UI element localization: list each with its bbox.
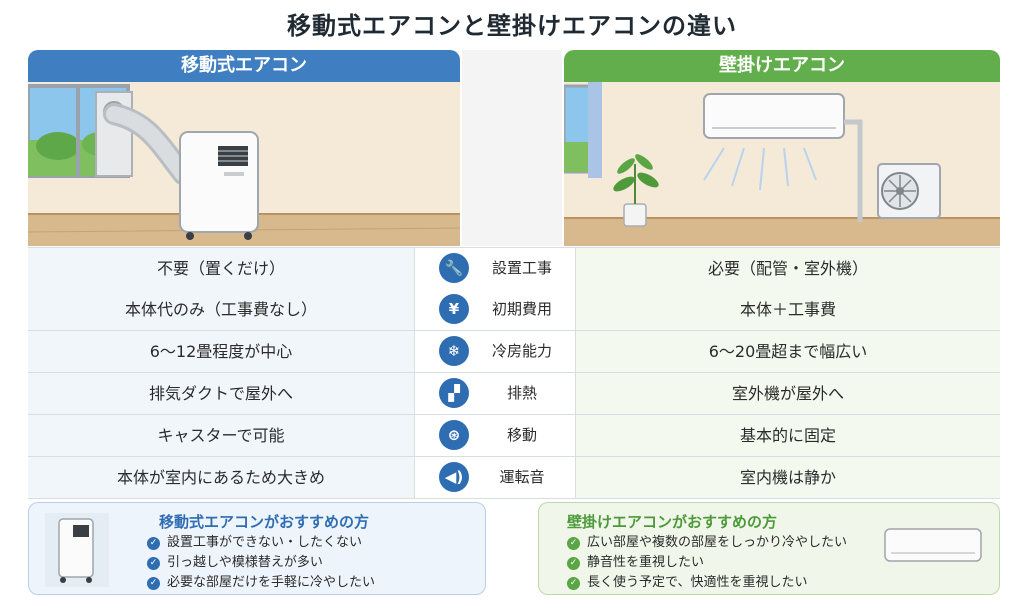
portable-value: 排気ダクトで屋外へ (28, 373, 414, 414)
portable-value: 本体代のみ（工事費なし） (28, 289, 414, 330)
wall-unit-image (884, 528, 982, 562)
portable-value: 不要（置くだけ） (28, 248, 414, 289)
table-row: キャスターで可能 ⊛ 移動 基本的に固定 (28, 415, 1000, 457)
exhaust-icon: ▞ (439, 378, 469, 408)
comparison-table: 不要（置くだけ） 🔧 設置工事 必要（配管・室外機） 本体代のみ（工事費なし） … (28, 247, 1000, 499)
list-item: ✓引っ越しや模様替えが多い (147, 553, 375, 573)
table-row: 6～12畳程度が中心 ❄ 冷房能力 6～20畳超まで幅広い (28, 331, 1000, 373)
wall-heading: 壁掛けエアコン (564, 50, 1000, 82)
snowflake-icon: ❄ (439, 336, 469, 366)
wall-recommend-title: 壁掛けエアコンがおすすめの方 (567, 513, 778, 531)
wall-value: 6～20畳超まで幅広い (576, 331, 1000, 372)
caster-icon: ⊛ (439, 420, 469, 450)
category-label: 移動 (506, 426, 537, 444)
table-row: 不要（置くだけ） 🔧 設置工事 必要（配管・室外機） (28, 247, 1000, 289)
wrench-icon: 🔧 (439, 253, 469, 283)
center-divider (462, 50, 562, 246)
portable-unit-image (45, 513, 109, 587)
list-item: ✓必要な部屋だけを手軽に冷やしたい (147, 573, 375, 593)
portable-value: 本体が室内にあるため大きめ (28, 457, 414, 498)
check-icon: ✓ (147, 576, 160, 590)
list-item: ✓設置工事ができない・したくない (147, 533, 375, 553)
category-label: 冷房能力 (491, 342, 552, 360)
portable-value: 6～12畳程度が中心 (28, 331, 414, 372)
category-cell: ¥ 初期費用 (414, 289, 576, 330)
wall-panel: 壁掛けエアコン (564, 50, 1000, 246)
check-icon: ✓ (567, 556, 580, 570)
wall-value: 必要（配管・室外機） (576, 248, 1000, 289)
portable-heading: 移動式エアコン (28, 50, 460, 82)
category-cell: ▞ 排熱 (414, 373, 576, 414)
portable-value: キャスターで可能 (28, 415, 414, 456)
page-title: 移動式エアコンと壁掛けエアコンの違い (287, 12, 737, 40)
check-icon: ✓ (147, 556, 160, 570)
table-row: 排気ダクトで屋外へ ▞ 排熱 室外機が屋外へ (28, 373, 1000, 415)
wall-recommend-box: 壁掛けエアコンがおすすめの方 ✓広い部屋や複数の部屋をしっかり冷やしたい ✓静音… (538, 502, 1000, 595)
category-cell: ⊛ 移動 (414, 415, 576, 456)
category-label: 排熱 (506, 384, 537, 402)
portable-recommend-title: 移動式エアコンがおすすめの方 (159, 513, 370, 531)
table-row: 本体代のみ（工事費なし） ¥ 初期費用 本体＋工事費 (28, 289, 1000, 331)
category-cell: 🔧 設置工事 (414, 248, 576, 289)
speaker-icon: ◀) (439, 462, 469, 492)
check-icon: ✓ (567, 536, 580, 550)
category-label: 運転音 (499, 468, 545, 486)
wall-recommend-list: ✓広い部屋や複数の部屋をしっかり冷やしたい ✓静音性を重視したい ✓長く使う予定… (567, 533, 847, 593)
check-icon: ✓ (567, 576, 580, 590)
portable-recommend-list: ✓設置工事ができない・したくない ✓引っ越しや模様替えが多い ✓必要な部屋だけを… (147, 533, 375, 593)
wall-value: 基本的に固定 (576, 415, 1000, 456)
wall-value: 本体＋工事費 (576, 289, 1000, 330)
list-item: ✓広い部屋や複数の部屋をしっかり冷やしたい (567, 533, 847, 553)
category-label: 設置工事 (491, 259, 552, 277)
check-icon: ✓ (147, 536, 160, 550)
portable-room-illustration (28, 82, 460, 246)
list-item: ✓静音性を重視したい (567, 553, 847, 573)
yen-icon: ¥ (439, 294, 469, 324)
category-cell: ❄ 冷房能力 (414, 331, 576, 372)
category-cell: ◀) 運転音 (414, 457, 576, 498)
portable-panel: 移動式エアコン (28, 50, 460, 246)
table-row: 本体が室内にあるため大きめ ◀) 運転音 室内機は静か (28, 457, 1000, 499)
category-label: 初期費用 (491, 300, 552, 318)
wall-room-illustration (564, 82, 1000, 246)
portable-recommend-box: 移動式エアコンがおすすめの方 ✓設置工事ができない・したくない ✓引っ越しや模様… (28, 502, 486, 595)
wall-value: 室内機は静か (576, 457, 1000, 498)
wall-value: 室外機が屋外へ (576, 373, 1000, 414)
list-item: ✓長く使う予定で、快適性を重視したい (567, 573, 847, 593)
